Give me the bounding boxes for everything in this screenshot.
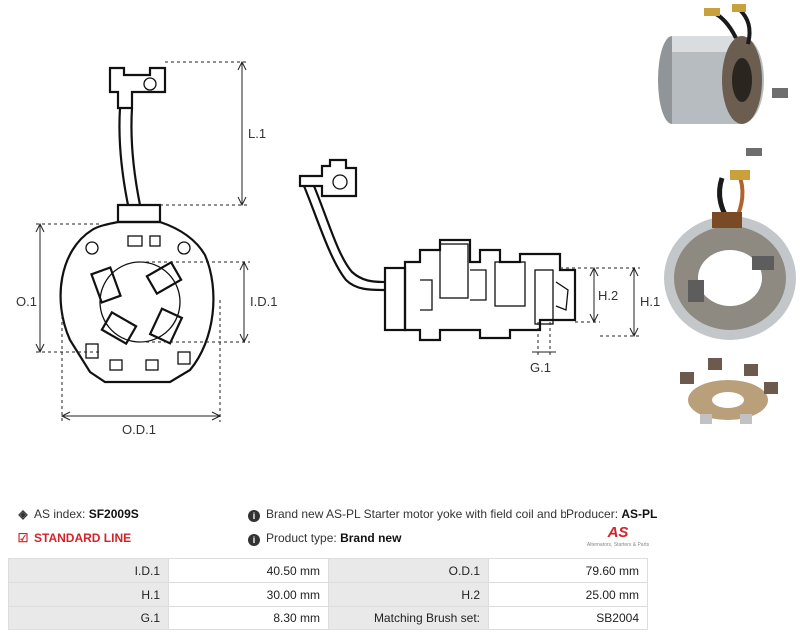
as-index-label: AS index: [34,507,86,521]
side-view [298,158,577,342]
product-type-label: Product type: [266,531,337,545]
spec-key: O.D.1 [328,558,488,582]
spec-value: 8.30 mm [168,606,328,630]
logo-tagline: Alternators, Starters & Parts [586,542,650,548]
spec-value: 30.00 mm [168,582,328,606]
label-g1: G.1 [530,360,551,375]
checkbox-icon: ☑ [17,531,29,545]
photo-yoke-open[interactable] [660,160,798,350]
front-view-dimensions [35,60,250,422]
info-icon: i [248,534,260,546]
logo-mark: AS [607,524,629,541]
producer: Producer: AS-PL [566,506,658,522]
spec-value: 79.60 mm [488,558,648,582]
product-type: i Product type: Brand new [248,530,401,546]
producer-label: Producer: [566,507,619,521]
photo-brush-plate[interactable] [660,352,800,432]
info-icon: i [248,510,260,522]
product-type-value: Brand new [340,531,402,545]
spec-value: SB2004 [488,606,648,630]
label-l1: L.1 [248,126,266,141]
table-row: H.1 30.00 mm H.2 25.00 mm [8,582,648,606]
spec-key: I.D.1 [8,558,168,582]
spec-key: H.1 [8,582,168,606]
technical-drawing: L.1 O.1 I.D.1 O.D.1 H.2 H.1 G.1 [16,4,800,437]
label-od1: O.D.1 [122,422,156,437]
spec-key: Matching Brush set: [328,606,488,630]
description: i Brand new AS-PL Starter motor yoke with… [248,506,590,522]
producer-value: AS-PL [621,507,658,521]
tag-icon: ◈ [18,507,28,521]
spec-value: 40.50 mm [168,558,328,582]
as-index-value: SF2009S [88,507,139,521]
specs-table: I.D.1 40.50 mm O.D.1 79.60 mm H.1 30.00 … [8,558,648,630]
as-index: ◈ AS index: SF2009S [16,506,139,522]
table-row: G.1 8.30 mm Matching Brush set: SB2004 [8,606,648,630]
standard-line-label: STANDARD LINE [34,531,132,545]
spec-key: G.1 [8,606,168,630]
standard-line: ☑ STANDARD LINE [16,530,132,546]
photo-yoke[interactable] [650,4,796,156]
description-text: Brand new AS-PL Starter motor yoke with … [266,507,591,521]
table-row: I.D.1 40.50 mm O.D.1 79.60 mm [8,558,648,582]
label-h1: H.1 [640,294,660,309]
label-h2: H.2 [598,288,618,303]
label-o1: O.1 [16,294,37,309]
as-pl-logo: AS Alternators, Starters & Parts [586,524,650,554]
front-view [59,66,215,384]
spec-value: 25.00 mm [488,582,648,606]
label-id1: I.D.1 [250,294,277,309]
spec-key: H.2 [328,582,488,606]
side-view-dimensions [532,266,640,356]
